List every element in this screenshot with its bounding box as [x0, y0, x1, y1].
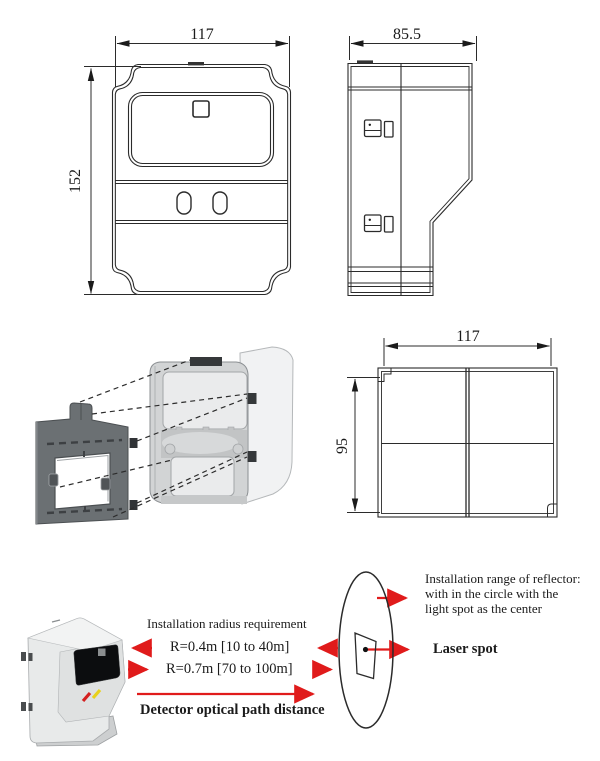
- front-outline-inner: [114, 66, 289, 293]
- reflector-note-line: light spot as the center: [425, 601, 542, 616]
- detector-window: [73, 644, 121, 686]
- laser-spot-dot: [362, 646, 369, 653]
- back-outline-inner: [381, 371, 554, 514]
- side-terminal-detail: [363, 214, 394, 233]
- radius-large-value: R=0.7m [70 to 100m]: [166, 661, 293, 677]
- back-height-dimension: 95: [334, 377, 380, 513]
- front-led-slot: [176, 191, 192, 215]
- front-led-slot: [212, 191, 228, 215]
- yellow-led-indicator: [91, 688, 102, 700]
- detector-top-face: [26, 617, 123, 652]
- bracket-clip: [48, 473, 59, 487]
- housing-latch-socket: [247, 393, 257, 404]
- front-height-dimension: 152: [67, 66, 141, 295]
- radius-requirement-title: Installation radius requirement: [147, 616, 307, 631]
- housing-top-slot: [190, 357, 222, 366]
- side-outline-outer: [347, 62, 473, 297]
- housing-bottom-strip: [161, 496, 247, 504]
- side-connector-pair: [21, 702, 33, 711]
- reflector-note: Installation range of reflector: with in…: [425, 571, 595, 616]
- front-alignment-square: [192, 100, 210, 118]
- alignment-dashed-lines: [59, 359, 248, 518]
- front-height-label: 152: [67, 169, 84, 193]
- upper-module: [162, 371, 248, 430]
- annotation-arrows: [128, 588, 411, 704]
- housing-latch-socket: [247, 451, 257, 462]
- screw-boss: [232, 443, 244, 455]
- detector-top-mark: [51, 619, 61, 623]
- back-outline-outer: [377, 367, 558, 518]
- back-view-drawing: 117 95: [334, 328, 558, 518]
- reflector-note-line: Installation range of reflector:: [425, 571, 581, 586]
- side-terminal-detail: [363, 119, 394, 138]
- detector-3d-illustration: [21, 617, 126, 747]
- red-led-indicator: [81, 691, 92, 703]
- back-width-dimension: 117: [383, 328, 552, 366]
- bracket-clip: [100, 477, 111, 491]
- side-view-drawing: 85.5: [347, 26, 477, 297]
- reflector-diagram: [338, 571, 394, 729]
- front-width-label: 117: [190, 26, 213, 43]
- side-connector-pair: [21, 652, 33, 661]
- bracket-latch-tab: [129, 500, 138, 510]
- back-height-label: 95: [334, 438, 351, 454]
- front-top-tab: [188, 62, 204, 66]
- side-outline-inner: [350, 66, 470, 293]
- laser-spot-label: Laser spot: [433, 641, 498, 657]
- side-width-label: 85.5: [393, 26, 421, 43]
- front-window-outer: [127, 91, 275, 168]
- back-corner-notch-tl: [378, 368, 392, 382]
- lower-module: [170, 456, 235, 497]
- back-width-label: 117: [456, 328, 479, 345]
- side-top-tab: [357, 60, 373, 64]
- installation-diagram: [21, 571, 411, 747]
- detector-front-shell: [239, 346, 294, 505]
- optical-path-label: Detector optical path distance: [140, 702, 325, 718]
- screw-boss: [164, 443, 176, 455]
- radius-small-value: R=0.4m [10 to 40m]: [170, 639, 290, 655]
- bracket-latch-tab: [129, 438, 138, 448]
- detector-rear-assembly: [149, 346, 294, 505]
- side-width-dimension: 85.5: [349, 26, 477, 61]
- window-sensor-square: [98, 648, 106, 656]
- front-outline-outer: [111, 63, 292, 296]
- bracket-slot-row: [46, 438, 123, 446]
- exploded-view-drawing: [35, 346, 294, 525]
- reflector-plate: [354, 632, 377, 680]
- reflector-note-line: with in the circle with the: [425, 586, 559, 601]
- front-window-inner: [130, 94, 272, 165]
- reflector-range-ellipse: [338, 571, 394, 729]
- front-width-dimension: 117: [115, 26, 290, 87]
- back-corner-notch-br: [547, 503, 557, 517]
- bracket-hole: [54, 452, 111, 510]
- front-view-drawing: 117 152: [67, 26, 292, 296]
- mid-recess-highlight: [162, 432, 238, 454]
- mounting-bracket: [35, 402, 138, 525]
